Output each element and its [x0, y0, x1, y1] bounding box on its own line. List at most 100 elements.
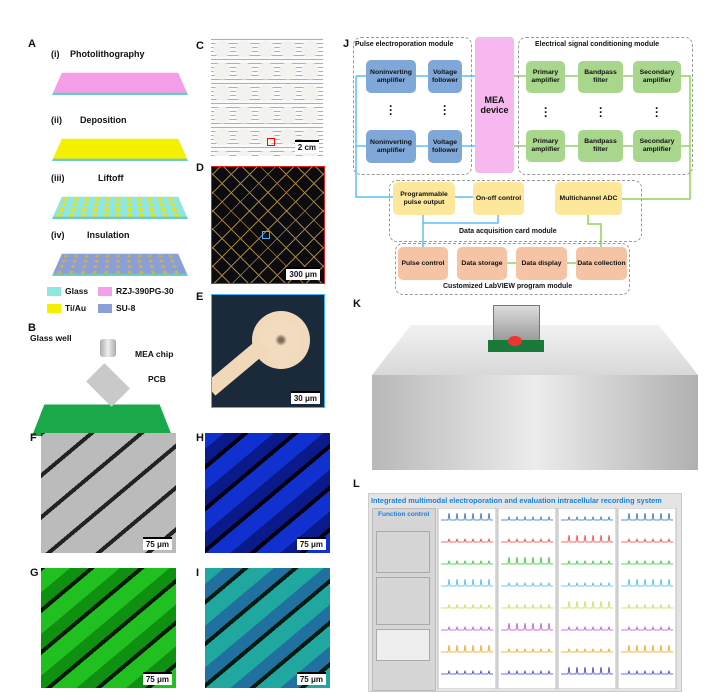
- voltage-follower-1: Voltage follower: [428, 60, 462, 93]
- photo-electrode-array: 300 μm: [211, 166, 325, 284]
- signal-trace: [621, 578, 673, 587]
- signal-trace: [561, 666, 613, 675]
- legend-item: Ti/Au: [47, 303, 86, 313]
- photo-merged: 75 μm: [205, 568, 330, 688]
- primary-amplifier-1: Primary amplifier: [526, 61, 565, 93]
- signal-trace: [621, 603, 673, 609]
- zoom-marker: [262, 231, 270, 239]
- zoom-marker: [267, 138, 275, 146]
- primary-amplifier-2: Primary amplifier: [526, 130, 565, 162]
- bandpass-filter-1: Bandpass filter: [578, 61, 623, 93]
- recording-group: [376, 577, 430, 625]
- legend-item: Glass: [47, 286, 88, 296]
- trace-column: [437, 508, 497, 689]
- signal-trace: [441, 669, 493, 675]
- scalebar: 75 μm: [296, 672, 326, 685]
- signal-trace: [561, 515, 613, 521]
- noninverting-amplifier-2: Noninverting amplifier: [366, 130, 416, 163]
- voltage-follower-2: Voltage follower: [428, 130, 462, 163]
- labview-module-title: Customized LabVIEW program module: [443, 283, 573, 290]
- signal-trace: [441, 644, 493, 653]
- function-control-title: Function control: [378, 511, 430, 518]
- photo-dapi: 75 μm: [205, 433, 330, 553]
- panel-label-b: B: [28, 322, 36, 334]
- signal-module-group: [518, 37, 693, 175]
- panel-label-l: L: [353, 478, 360, 490]
- ellipsis: ···: [443, 99, 447, 121]
- data-display: Data display: [516, 247, 567, 280]
- legend-item: RZJ-390PG-30: [98, 286, 174, 296]
- signal-trace: [441, 625, 493, 631]
- trace-column: [617, 508, 677, 689]
- scalebar: 75 μm: [296, 537, 326, 550]
- data-storage: Data storage: [457, 247, 507, 280]
- panel-label-j: J: [343, 38, 350, 50]
- panel-label-f: F: [30, 432, 37, 444]
- signal-trace: [501, 556, 553, 565]
- traces-area: [437, 508, 677, 689]
- step-num: (i): [51, 49, 60, 59]
- labview-window: Integrated multimodal electroporation an…: [368, 493, 682, 692]
- noninverting-amplifier-1: Noninverting amplifier: [366, 60, 416, 93]
- signal-trace: [501, 537, 553, 543]
- scalebar: 75 μm: [142, 537, 172, 550]
- signal-trace: [501, 603, 553, 609]
- signal-trace: [561, 581, 613, 587]
- signal-trace: [621, 669, 673, 675]
- signal-trace: [621, 512, 673, 521]
- ellipsis: ···: [389, 99, 393, 121]
- signal-trace: [621, 644, 673, 653]
- signal-trace: [441, 603, 493, 609]
- signal-trace: [561, 647, 613, 653]
- device-box-front: [372, 375, 698, 470]
- trace-column: [497, 508, 557, 689]
- step-num: (iv): [51, 230, 65, 240]
- pulse-control-group: [376, 531, 430, 573]
- signal-trace: [501, 669, 553, 675]
- step-title: Insulation: [87, 230, 130, 240]
- scalebar: 2 cm: [294, 140, 319, 153]
- data-collection: Data collection: [576, 247, 627, 280]
- output-path-field[interactable]: [376, 629, 430, 661]
- labview-module-group: [395, 243, 630, 295]
- signal-trace: [441, 512, 493, 521]
- pcb-label: PCB: [148, 374, 166, 384]
- signal-trace: [561, 600, 613, 609]
- step-title: Deposition: [80, 115, 127, 125]
- daq-module-title: Data acquisition card module: [459, 228, 557, 235]
- secondary-amplifier-1: Secondary amplifier: [633, 61, 681, 93]
- electrode-pad: [252, 311, 310, 369]
- signal-trace: [561, 625, 613, 631]
- step-title: Photolithography: [70, 49, 145, 59]
- panel-label-k: K: [353, 298, 361, 310]
- step-title: Liftoff: [98, 173, 124, 183]
- signal-module-title: Electrical signal conditioning module: [535, 41, 660, 48]
- signal-trace: [621, 559, 673, 565]
- signal-trace: [441, 578, 493, 587]
- on-off-control: On-off control: [473, 182, 524, 215]
- panel-label-h: H: [196, 432, 204, 444]
- secondary-amplifier-2: Secondary amplifier: [633, 130, 681, 162]
- mea-device: MEA device: [475, 37, 514, 173]
- step-num: (iii): [51, 173, 65, 183]
- scalebar: 75 μm: [142, 672, 172, 685]
- signal-trace: [501, 515, 553, 521]
- photo-single-electrode: 30 μm: [211, 294, 325, 408]
- function-control-panel: Function control: [372, 508, 436, 691]
- signal-trace: [621, 537, 673, 543]
- panel-label-d: D: [196, 162, 204, 174]
- ellipsis: ···: [544, 101, 548, 123]
- legend-item: SU-8: [98, 303, 135, 313]
- photo-green-fluorescence: 75 μm: [41, 568, 176, 688]
- scalebar: 30 μm: [290, 391, 320, 404]
- signal-trace: [501, 581, 553, 587]
- glass-well-label: Glass well: [30, 333, 72, 343]
- programmable-pulse-output: Programmable pulse output: [393, 182, 455, 215]
- pulse-module-group: [353, 37, 472, 175]
- signal-trace: [501, 647, 553, 653]
- glass-well-image: [100, 339, 116, 357]
- signal-trace: [501, 622, 553, 631]
- pulse-control: Pulse control: [398, 247, 448, 280]
